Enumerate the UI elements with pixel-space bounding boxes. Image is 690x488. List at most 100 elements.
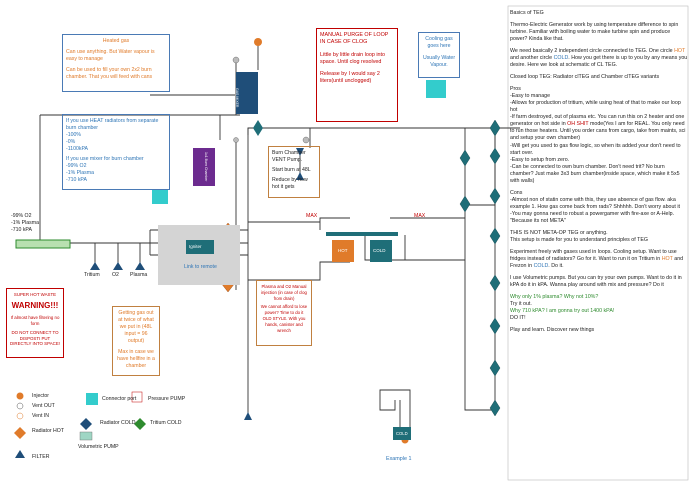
heat-source-line8: -710 kPA — [66, 177, 87, 184]
notes-exp1a: Experiment freely with gases used in loo… — [510, 248, 677, 262]
manual-purge-line2: Release by I would say 2 liters(until un… — [320, 71, 380, 85]
teg-cold — [370, 240, 392, 262]
notes-pros-title: Pros — [510, 86, 521, 93]
notes-meta: THIS IS NOT META-OP TEG or anything. — [510, 229, 608, 236]
notes-pros3b: mode(Yes I am for REAL. You only need to… — [510, 121, 686, 142]
cooling-gas-title: Cooling gas goes here — [425, 36, 453, 50]
teg-max1: MAX — [306, 213, 318, 219]
burn-vent-line1: Start burn at 48L — [272, 167, 311, 174]
heat-source-line3: -0% — [66, 139, 76, 146]
notes-p2-hot: HOT — [674, 48, 686, 55]
heated-gas-title: Heated gas — [102, 38, 130, 44]
notes-frame — [507, 5, 689, 481]
notes-q2: Why 710 kPA? I am gonna try out 1400 kPA… — [510, 308, 615, 315]
legend-filter: FILTER — [32, 454, 50, 460]
notes-panel: Basics of TEG Thermo-Electric Generator … — [510, 10, 688, 480]
igniter-link: Link to remote — [184, 264, 217, 270]
legend-shapes — [14, 391, 146, 458]
notes-exp1-cold: COLD — [533, 262, 549, 269]
legend-radiator-cold: Radiator COLD — [100, 420, 136, 426]
notes-p2a: We need basically 2 independent circle c… — [510, 48, 675, 55]
notes-pros3: -If farm destroyed, out of plasma etc. Y… — [510, 114, 688, 142]
radiator-chain — [459, 119, 501, 417]
mix-kpa: -710 kPA — [11, 227, 32, 234]
input-plasma: Plasma — [130, 272, 148, 278]
plasma-o2-line2: We cannot afford to lose power? Time to … — [260, 304, 308, 333]
gas-mixer-shape — [236, 72, 258, 114]
igniter-label: Igniter — [189, 244, 202, 249]
example-cold-label: COLD — [396, 431, 408, 436]
notes-exp1b: and Frezon in — [510, 255, 684, 269]
mix-readout: -99% O2 -1% Plasma -710 kPA — [10, 212, 54, 240]
plasma-o2-box: Plasma and O2 Manual injection (in case … — [256, 280, 312, 346]
green-filter — [15, 239, 71, 249]
burn-chamber-label: 1x1 Burn Chamber — [204, 152, 208, 182]
super-hot-warning: WARNING!!! — [11, 300, 59, 310]
super-hot-line1: If almost have filtering no form — [10, 314, 60, 326]
notes-p1: Thermo-Electric Generator work by using … — [510, 22, 679, 43]
heat-source-line6: -99% O2 — [66, 163, 87, 170]
heat-source-line4: -1100kPA — [66, 146, 89, 153]
notes-pros2: -Allows for production of tritium, while… — [510, 100, 681, 114]
notes-q1a: Try it out. — [510, 301, 532, 308]
notes-pros4: -Will get you used to gas flow logic, so… — [510, 142, 681, 156]
burn-vent-box: Burn Chamber VENT Pump. Start burn at 48… — [268, 146, 320, 198]
heated-gas-line1: Can use anything. But Water vapour is ea… — [66, 49, 155, 63]
teg-max2: MAX — [414, 213, 426, 219]
mix-plasma: -1% Plasma — [11, 220, 39, 227]
notes-pros6: -Can be connected to own burn chamber. D… — [510, 163, 680, 184]
heat-source-box: If you use HEAT radiators from separate … — [62, 114, 170, 190]
heat-source-line2: -100% — [66, 132, 81, 139]
plasma-o2-line1: Plasma and O2 Manual injection (in case … — [261, 284, 307, 301]
manual-purge-title: MANUAL PURGE OF LOOP IN CASE OF CLOG — [320, 32, 389, 46]
notes-title: Basics of TEG — [510, 10, 544, 16]
notes-q1: Why only 1% plasma? Why not 10%? — [510, 294, 599, 301]
notes-exp1-hot: HOT — [661, 255, 673, 262]
super-hot-title: SUPER HOT WASTE — [13, 292, 57, 297]
legend-injector: Injector — [32, 393, 50, 399]
input-tritium: Tritium — [84, 272, 100, 278]
legend-vent-out: Vent OUT — [32, 403, 55, 409]
filters — [90, 148, 304, 420]
pipe-network — [39, 45, 520, 440]
igniter-shape — [186, 240, 214, 254]
teg-cold-label: COLD — [373, 248, 386, 253]
burn-vent-line2: Reduce by how hot it gets — [272, 177, 308, 191]
manual-purge-line1: Little by little drain loop into space. … — [320, 51, 386, 65]
cooling-gas-line1: Usually Water Vapour. — [422, 55, 456, 69]
heated-gas-line2: Can be used to fill your own 2x2 burn ch… — [66, 67, 153, 81]
notes-cons2: -You may gonna need to robust a powergam… — [510, 210, 675, 224]
notes-pros3-shit: OH SHIT — [567, 121, 589, 128]
legend-tritium-cold: Tritium COLD — [150, 420, 182, 426]
cooling-gas-box: Cooling gas goes here Usually Water Vapo… — [418, 32, 460, 78]
example-label: Example 1 — [386, 456, 412, 462]
notes-cons-title: Cons — [510, 189, 523, 196]
notes-p2b: and another circle — [510, 55, 554, 62]
notes-exp1: Experiment freely with gases used in loo… — [510, 249, 688, 270]
legend-volumetric-pump: Volumetric PUMP — [78, 444, 119, 450]
notes-p2: We need basically 2 independent circle c… — [510, 48, 688, 69]
getting-gas-line1: Getting gas out at twice of what we put … — [118, 310, 154, 345]
mix-o2: -99% O2 — [11, 213, 32, 219]
super-hot-line2: DO NOT CONNECT TO DISPOSTI PUT DIRECTLY … — [10, 329, 60, 347]
notes-end: Play and learn. Discover new things — [510, 327, 595, 334]
burn-vent-title: Burn Chamber VENT Pump. — [272, 150, 306, 164]
notes-p3: Closed loop TEG: Radiator clTEG and Cham… — [510, 74, 660, 81]
heat-source-line5: If you use mixer for burn chamber — [66, 156, 144, 163]
notes-meta2: This setup is made for you to understand… — [510, 236, 648, 243]
teg-bar — [326, 232, 398, 236]
teg-top-radiator — [253, 120, 263, 136]
notes-q2a: DO IT! — [510, 315, 526, 322]
teg-hot — [332, 240, 354, 262]
super-hot-box: SUPER HOT WASTE WARNING!!! If almost hav… — [6, 288, 64, 358]
input-o2: O2 — [112, 272, 119, 278]
notes-pros3a: -If farm destroyed, out of plasma etc. Y… — [510, 114, 685, 128]
legend-pressure-pump: Pressure PUMP — [148, 396, 186, 402]
vents — [232, 38, 409, 444]
teg-hot-label: HOT — [338, 248, 348, 253]
example-cold — [393, 427, 411, 440]
legend-connector-port: Connector port — [102, 396, 137, 402]
getting-gas-line2: Max in case we have hellfire in a chambe… — [117, 349, 155, 370]
notes-cons1: -Almost non of statin come with this, th… — [510, 196, 681, 210]
